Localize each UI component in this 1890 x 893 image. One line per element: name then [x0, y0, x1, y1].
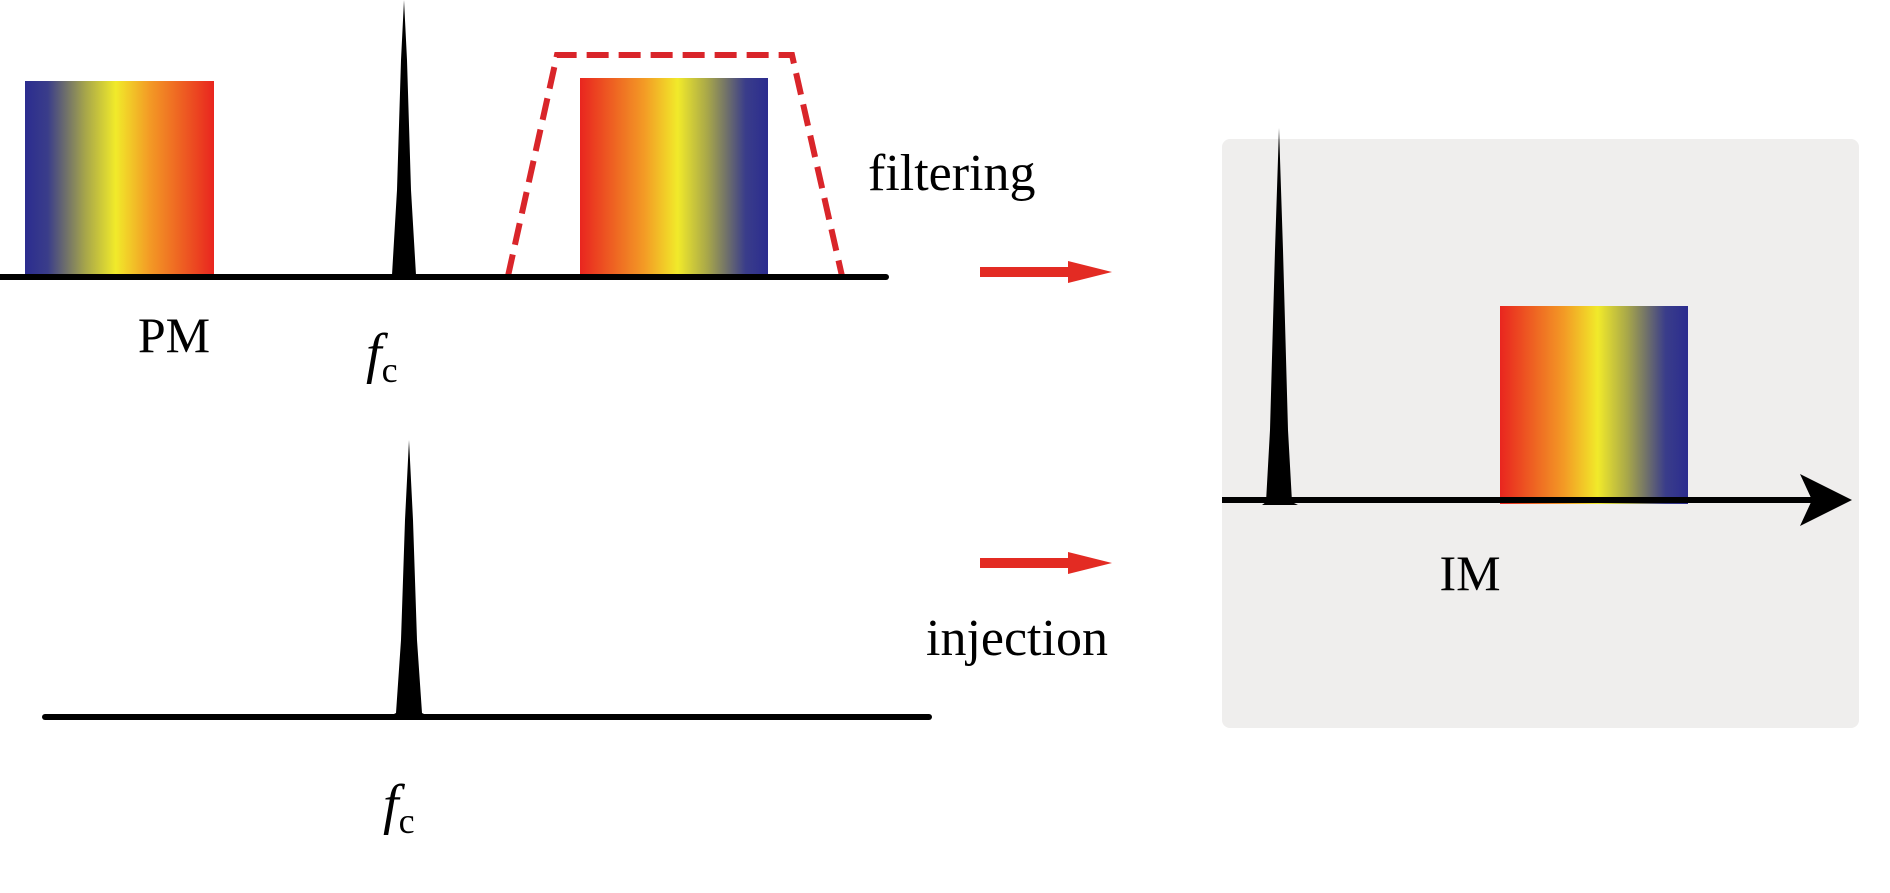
filtering-label: filtering — [868, 145, 1036, 202]
im-result-panel: IM — [1222, 128, 1859, 728]
im-label: IM — [1439, 545, 1500, 601]
fc-subscript: c — [399, 801, 415, 841]
injection-carrier-group: fc — [42, 440, 932, 841]
axis-arrowhead — [1800, 474, 1852, 526]
filtering-arrow — [980, 261, 1112, 283]
pm-spectrum-group: PM fc — [0, 0, 889, 390]
process-arrows: filtering injection — [868, 145, 1112, 667]
injection-label: injection — [926, 610, 1108, 667]
pm-lower-sideband — [25, 81, 214, 276]
fc-subscript: c — [382, 350, 398, 390]
carrier-peak-top — [384, 0, 424, 277]
pm-upper-sideband — [580, 78, 768, 276]
fc-label-bottom: fc — [383, 774, 415, 841]
pm-label: PM — [138, 307, 210, 363]
filter-passband-outline — [505, 52, 845, 277]
fc-label-top: fc — [366, 323, 398, 390]
im-sideband — [1500, 306, 1688, 504]
im-carrier-peak — [1262, 128, 1298, 505]
injection-arrow — [980, 552, 1112, 574]
injected-carrier-peak — [388, 440, 430, 717]
